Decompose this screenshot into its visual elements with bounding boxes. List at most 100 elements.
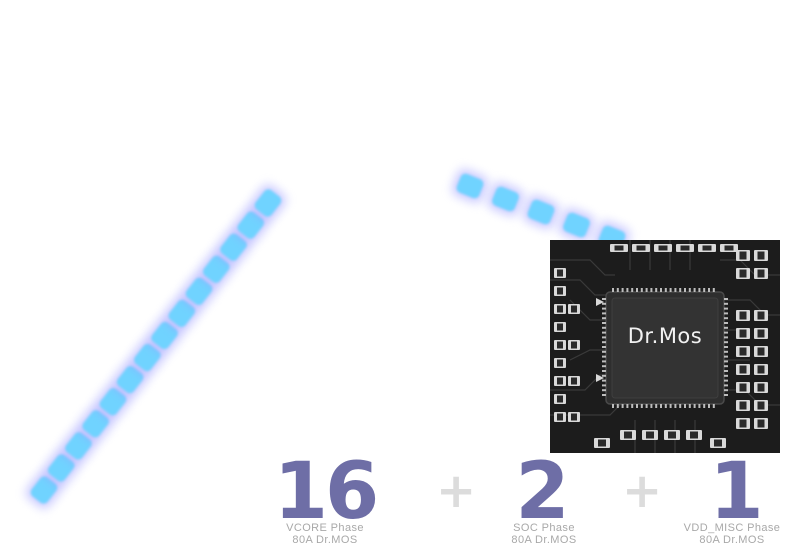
glow-segment xyxy=(151,321,178,350)
chip-pin xyxy=(626,288,629,292)
chip-pin xyxy=(626,404,629,408)
glow-segment xyxy=(492,186,519,212)
chip-pin xyxy=(693,404,696,408)
chip-pin xyxy=(621,288,624,292)
smd-body xyxy=(739,347,747,356)
smd-body xyxy=(557,269,563,277)
chip-pin xyxy=(724,336,728,339)
chip-pin xyxy=(698,404,701,408)
smd-body xyxy=(571,377,577,385)
glow-segment xyxy=(134,343,161,372)
chip-pin xyxy=(612,404,614,408)
smd-body xyxy=(757,311,765,320)
chip-pin xyxy=(724,360,728,363)
smd-body xyxy=(757,347,765,356)
chip-pin xyxy=(724,307,728,310)
chip-pin xyxy=(669,404,672,408)
chip-pin xyxy=(602,302,606,305)
chip-pin xyxy=(684,288,686,292)
chip-pin xyxy=(612,288,614,292)
smd-body xyxy=(739,251,747,260)
chip-pin xyxy=(602,312,606,315)
smd-body xyxy=(757,419,765,428)
chip-pin xyxy=(664,288,667,292)
glow-segment xyxy=(116,366,144,394)
vcore-phase-count: 16 xyxy=(273,447,380,537)
smd-body xyxy=(557,395,563,403)
smd-body xyxy=(739,365,747,374)
chip-pin xyxy=(703,288,706,292)
chip-pin xyxy=(602,384,606,387)
smd-body xyxy=(757,329,765,338)
chip-pin xyxy=(698,288,701,292)
glow-segment xyxy=(47,454,75,482)
smd-body xyxy=(557,305,563,313)
chip-pin xyxy=(724,341,728,344)
chip-pin xyxy=(616,404,619,408)
chip-pins xyxy=(602,288,728,408)
circuit-board-graphic xyxy=(550,240,780,453)
smd-body xyxy=(680,245,690,251)
smd-body xyxy=(702,245,712,251)
chip-pin xyxy=(724,384,728,387)
chip-pin xyxy=(602,331,606,334)
chip-pin xyxy=(602,341,606,344)
vcore-caption-spec: 80A Dr.MOS xyxy=(292,534,358,546)
chip-pin xyxy=(679,288,682,292)
vdd-misc-caption-spec: 80A Dr.MOS xyxy=(699,534,765,546)
smd-body xyxy=(739,329,747,338)
chip-pin xyxy=(640,404,643,408)
smd-body xyxy=(557,341,563,349)
glow-chain-left xyxy=(25,184,287,509)
chip-pin xyxy=(688,288,691,292)
glow-segment xyxy=(185,277,213,305)
chip-pin xyxy=(703,404,706,408)
glow-segment xyxy=(99,388,127,416)
plus-sign-2: + xyxy=(622,463,663,519)
chip-pin xyxy=(602,374,606,377)
chip-pin xyxy=(631,288,634,292)
chip-pin xyxy=(674,288,677,292)
chip-pin xyxy=(724,350,728,353)
chip-pin xyxy=(645,404,648,408)
smd-body xyxy=(739,401,747,410)
glow-segment xyxy=(168,299,196,327)
chip-pin xyxy=(724,326,728,329)
vdd-misc-phase-count: 1 xyxy=(709,447,763,537)
vdd-misc-caption: VDD_MISC Phase 80A Dr.MOS xyxy=(664,522,800,546)
chip-pin xyxy=(650,404,653,408)
chip-pin xyxy=(655,404,658,408)
chip-pin xyxy=(712,288,715,292)
smd-body xyxy=(557,359,563,367)
chip-pin xyxy=(688,404,691,408)
smd-body xyxy=(739,419,747,428)
glow-segment xyxy=(563,212,590,238)
smd-body xyxy=(668,431,676,439)
chip-pin xyxy=(724,302,728,305)
glow-segment xyxy=(65,432,92,460)
chip-pin xyxy=(602,346,606,348)
soc-caption-title: SOC Phase xyxy=(513,522,575,534)
chip-pin xyxy=(636,288,638,292)
glow-segment xyxy=(30,476,58,504)
smd-body xyxy=(724,245,734,251)
glow-segment xyxy=(456,173,484,199)
drmos-chip-image: Dr.Mos xyxy=(550,240,780,453)
vcore-caption: VCORE Phase 80A Dr.MOS xyxy=(262,522,388,546)
plus-sign-1: + xyxy=(436,463,477,519)
chip-pin xyxy=(724,389,728,392)
smd-body xyxy=(739,383,747,392)
chip-pin xyxy=(631,404,634,408)
chip-pin xyxy=(684,404,686,408)
soc-caption: SOC Phase 80A Dr.MOS xyxy=(484,522,604,546)
smd-body xyxy=(557,287,563,295)
smd-body xyxy=(571,413,577,421)
chip-pin xyxy=(724,298,728,300)
chip-pin xyxy=(602,355,606,358)
chip-pin xyxy=(616,288,619,292)
smd-body xyxy=(624,431,632,439)
smd-body xyxy=(658,245,668,251)
smd-components xyxy=(554,244,768,448)
chip-pin xyxy=(645,288,648,292)
